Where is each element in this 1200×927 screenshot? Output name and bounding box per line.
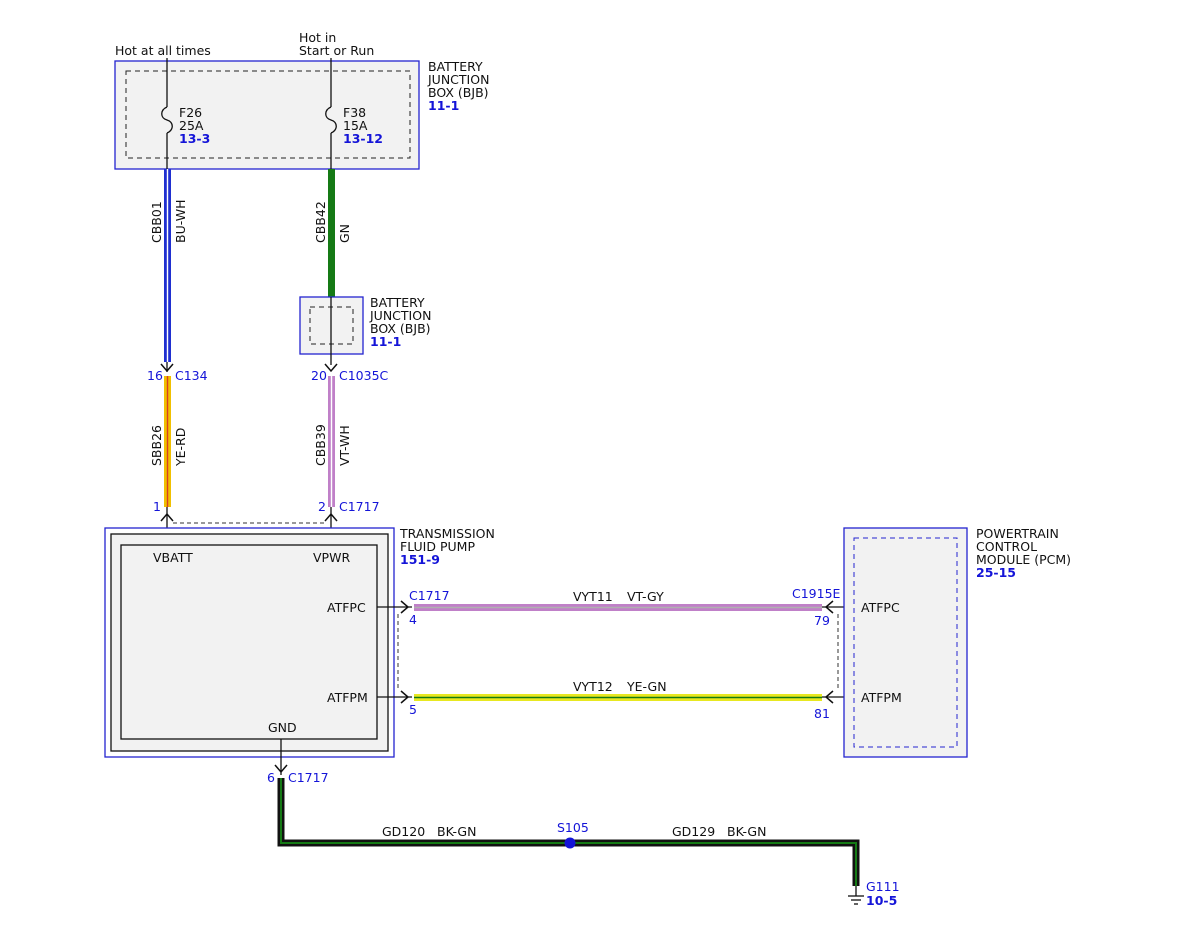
c1915e-pin79-arrow-icon (824, 600, 834, 614)
wire-sbb26-color: YE-RD (173, 428, 188, 467)
ground-g111-name: G111 (866, 879, 900, 894)
wire-vyt12-circuit: VYT12 (573, 679, 613, 694)
bjb-top-box (114, 60, 420, 170)
pcm-name-3: MODULE (PCM) (976, 552, 1071, 567)
wire-gd120-circuit: GD120 (382, 824, 425, 839)
pcm-name-2: CONTROL (976, 539, 1037, 554)
wire-cbb01-color: BU-WH (173, 200, 188, 244)
c134-pin: 16 (147, 368, 163, 383)
c1717-name-side: C1717 (409, 588, 450, 603)
wire-cbb01-circuit: CBB01 (149, 201, 164, 243)
c1915e-pin81: 81 (814, 706, 830, 721)
fuse-f38-icon (325, 106, 337, 134)
pcm-name-1: POWERTRAIN (976, 526, 1059, 541)
bjb-top-inner-dashed (125, 70, 411, 159)
wire-cbb42-color: GN (337, 224, 352, 243)
c1717-name-top: C1717 (339, 499, 380, 514)
source-label-hot-in: Hot in (299, 30, 336, 45)
pcm-box (843, 527, 968, 758)
wire-gd129-circuit: GD129 (672, 824, 715, 839)
c1035c-name: C1035C (339, 368, 389, 383)
wire-gd120-color: BK-GN (437, 824, 476, 839)
bjb-top-ref-link[interactable]: 11-1 (428, 98, 459, 113)
c1717-pin2: 2 (318, 499, 326, 514)
source-label-hot-at-all-times: Hot at all times (115, 43, 211, 58)
pump-pin-gnd: GND (268, 720, 297, 735)
pcm-pin-atfpc: ATFPC (861, 600, 900, 615)
c1035c-arrow-icon (324, 363, 338, 373)
c134-name: C134 (175, 368, 208, 383)
wire-vyt12-color: YE-GN (626, 679, 667, 694)
fuse-f38-id: F38 (343, 105, 366, 120)
c1717-pin6-arrow-icon (274, 764, 288, 774)
pcm-inner-dashed (853, 537, 958, 748)
c1717-name-bottom: C1717 (288, 770, 329, 785)
c1717-pin6: 6 (267, 770, 275, 785)
fuse-f26-ref-link[interactable]: 13-3 (179, 131, 210, 146)
fuse-f38-ref-link[interactable]: 13-12 (343, 131, 383, 146)
wire-cbb39-circuit: CBB39 (313, 424, 328, 466)
pump-pin-vbatt: VBATT (153, 550, 193, 565)
ground-ref-link[interactable]: 10-5 (866, 893, 897, 908)
splice-s105-dot (564, 837, 576, 849)
fuse-f26-rating: 25A (179, 118, 204, 133)
pump-inner-box (120, 544, 378, 740)
c1717-pin2-arrow-icon (324, 512, 338, 522)
c1717-pin4-arrow-icon (400, 600, 410, 614)
bjb-mid-name-3: BOX (BJB) (370, 321, 431, 336)
c1915e-name: C1915E (792, 586, 841, 601)
c1915e-pin81-arrow-icon (824, 690, 834, 704)
wire-cbb42-circuit: CBB42 (313, 201, 328, 243)
c1717-pin5: 5 (409, 702, 417, 717)
bjb-top-name-1: BATTERY (428, 59, 483, 74)
fuse-f26-id: F26 (179, 105, 202, 120)
fuse-f38-rating: 15A (343, 118, 368, 133)
pump-ref-link[interactable]: 151-9 (400, 552, 440, 567)
c1915e-pin79: 79 (814, 613, 830, 628)
c1717-pin5-arrow-icon (400, 690, 410, 704)
c134-arrow-icon (160, 363, 174, 373)
ground-icon (848, 895, 864, 905)
pump-name-1: TRANSMISSION (399, 526, 495, 541)
wire-gd129-color: BK-GN (727, 824, 766, 839)
wire-cbb39-color: VT-WH (337, 425, 352, 466)
bjb-mid-ref-link[interactable]: 11-1 (370, 334, 401, 349)
c1717-pin1: 1 (153, 499, 161, 514)
pump-pin-atfpm: ATFPM (327, 690, 368, 705)
source-label-start-or-run: Start or Run (299, 43, 374, 58)
bjb-top-name-2: JUNCTION (427, 72, 489, 87)
pump-name-2: FLUID PUMP (400, 539, 475, 554)
wire-cbb42 (328, 169, 335, 297)
pump-pin-atfpc: ATFPC (327, 600, 366, 615)
pcm-pin-atfpm: ATFPM (861, 690, 902, 705)
pump-pin-vpwr: VPWR (313, 550, 350, 565)
wire-vyt11-color: VT-GY (627, 589, 664, 604)
bjb-mid-name-1: BATTERY (370, 295, 425, 310)
fuse-f26-icon (161, 106, 173, 134)
wire-vyt11-circuit: VYT11 (573, 589, 613, 604)
pcm-ref-link[interactable]: 25-15 (976, 565, 1016, 580)
c1717-pin4: 4 (409, 612, 417, 627)
c1035c-pin: 20 (311, 368, 327, 383)
c1717-pin1-arrow-icon (160, 512, 174, 522)
wire-sbb26-circuit: SBB26 (149, 425, 164, 466)
bjb-mid-name-2: JUNCTION (369, 308, 431, 323)
bjb-top-name-3: BOX (BJB) (428, 85, 489, 100)
splice-s105-name: S105 (557, 820, 589, 835)
